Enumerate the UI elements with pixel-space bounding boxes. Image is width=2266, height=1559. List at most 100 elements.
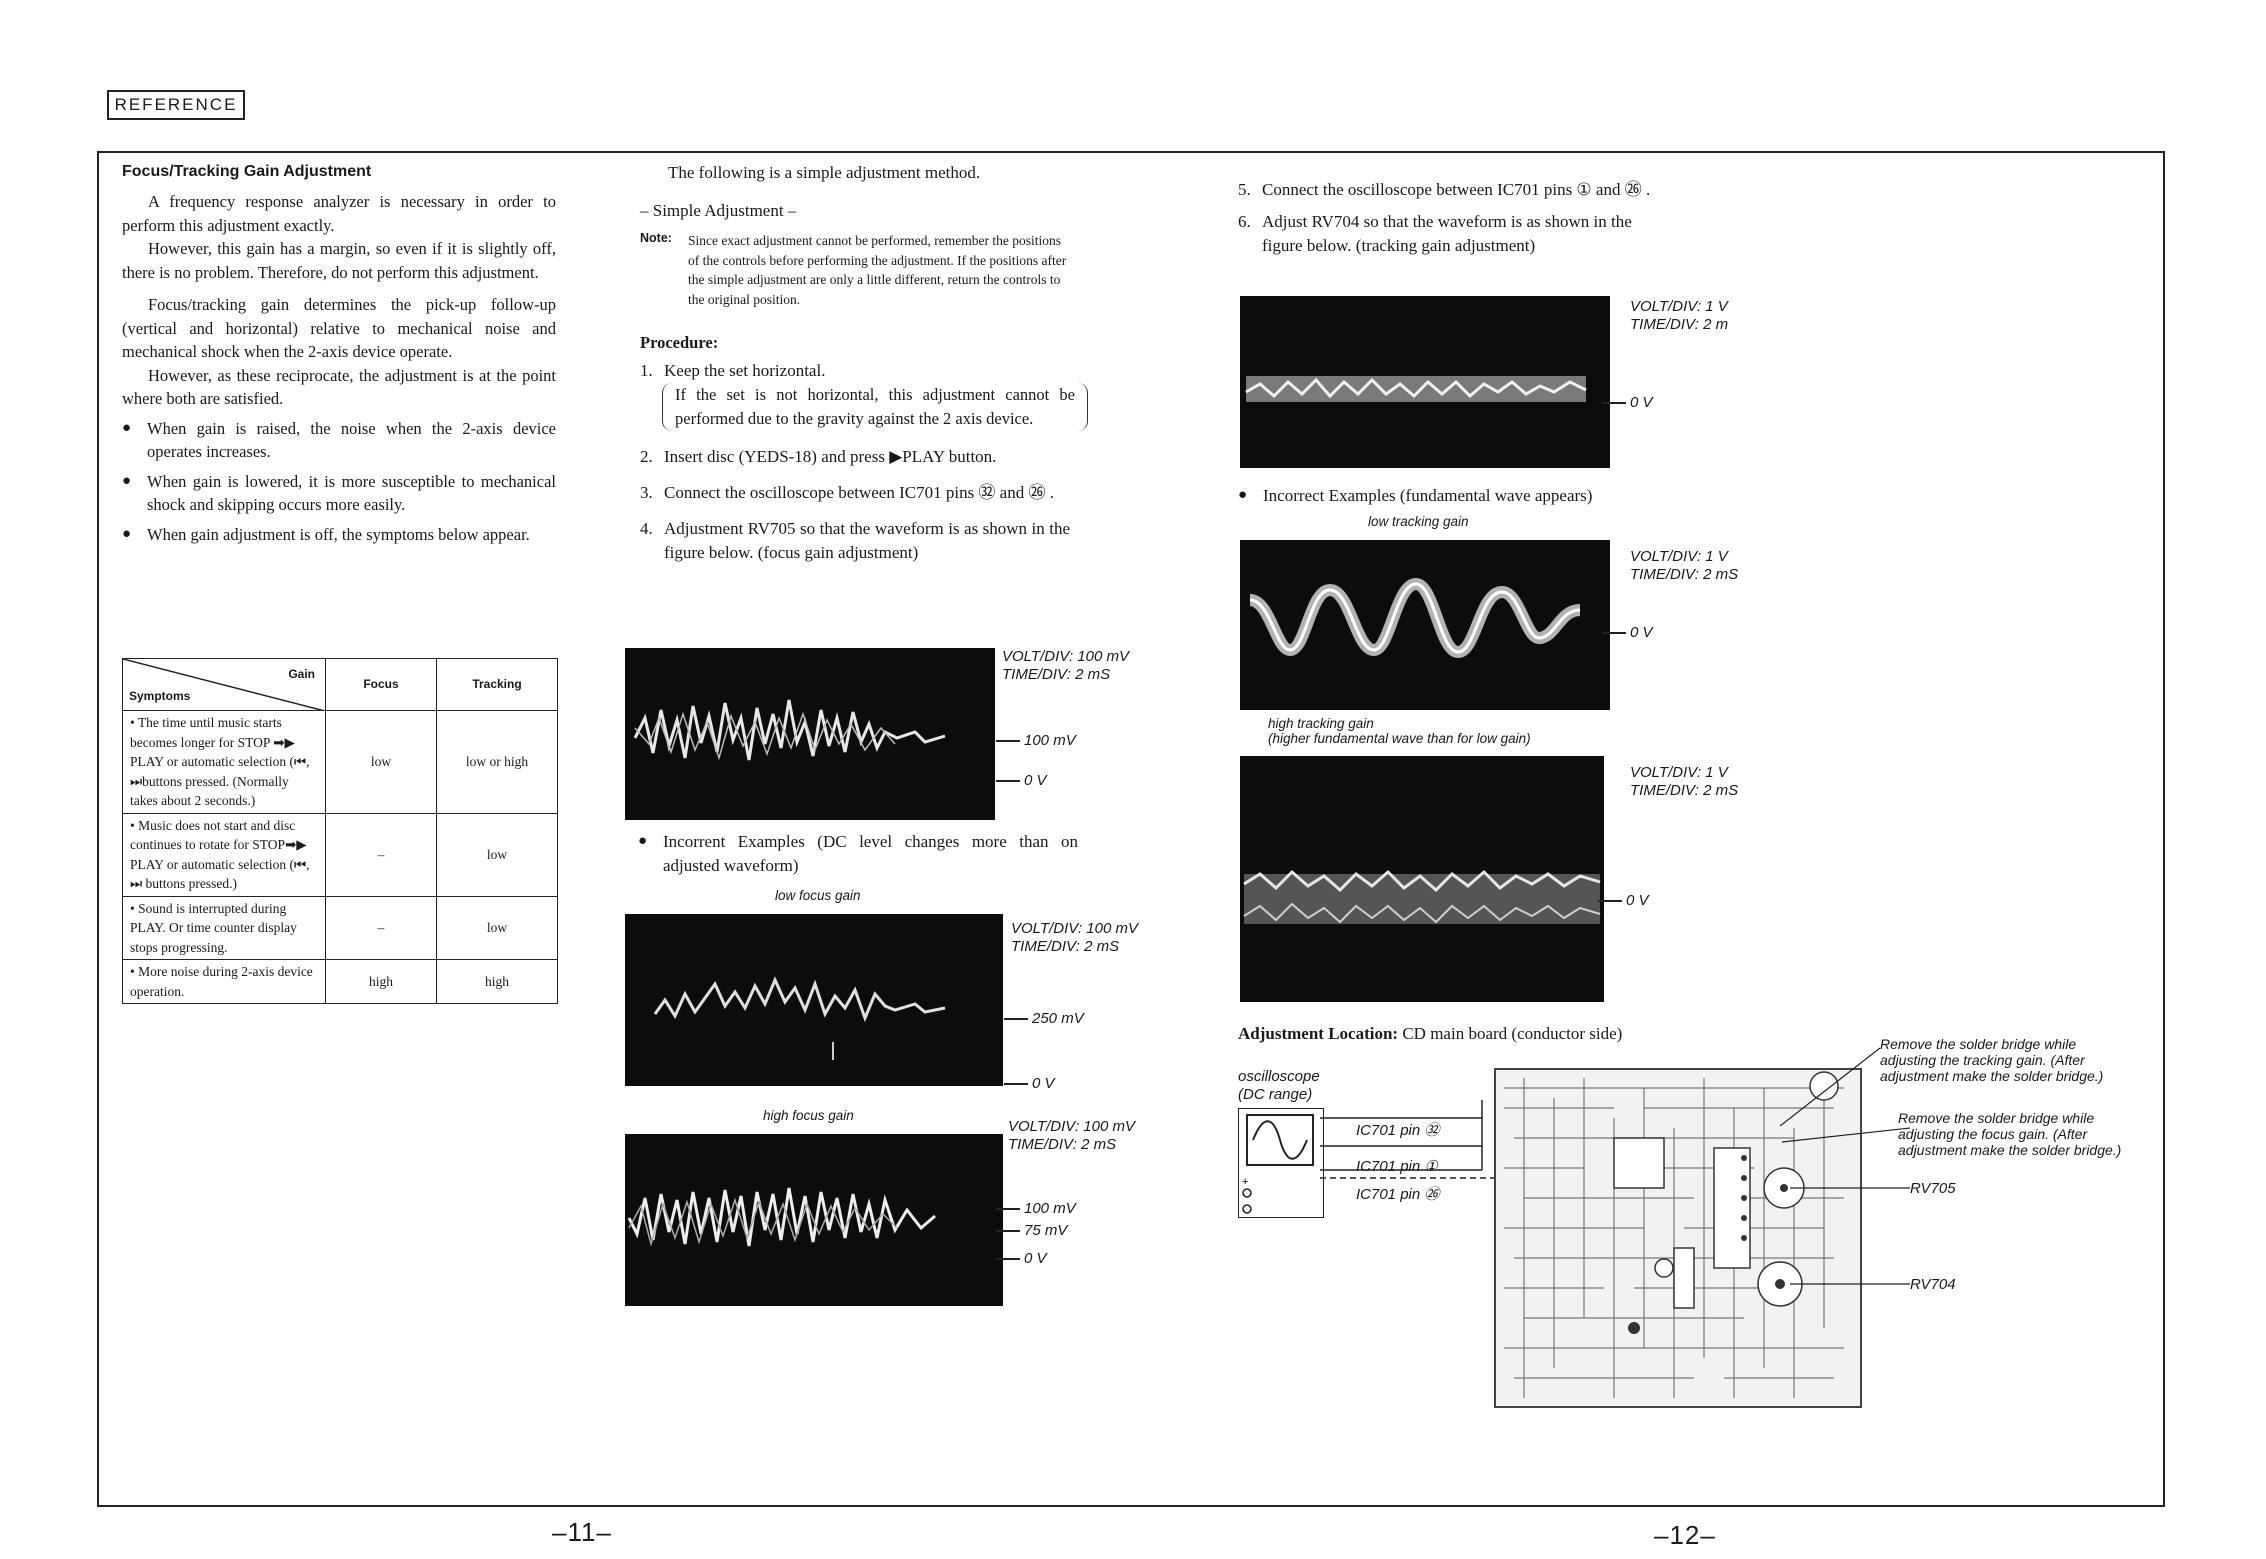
step-4: 4.Adjustment RV705 so that the waveform …	[640, 519, 1070, 562]
volt-div-label: VOLT/DIV: 1 V	[1630, 298, 1728, 315]
table-row: • Music does not start and disc continue…	[122, 812, 558, 897]
bullet-item: ●When gain is lowered, it is more suscep…	[122, 471, 556, 515]
symptom-cell: • Music does not start and disc continue…	[122, 812, 326, 897]
level-marker: 75 mV	[996, 1222, 1067, 1239]
focus-solder-bridge-note: Remove the solder bridge while adjusting…	[1898, 1110, 2122, 1158]
column-3: 5.Connect the oscilloscope between IC701…	[1238, 178, 1678, 258]
zero-marker: 0 V	[996, 1250, 1047, 1267]
oscilloscope-icon: +	[1238, 1108, 1324, 1218]
scope-scale: VOLT/DIV: 1 V TIME/DIV: 2 mS	[1630, 764, 1738, 800]
zero-marker: 0 V	[1602, 624, 1653, 641]
scope-scale: VOLT/DIV: 100 mV TIME/DIV: 2 mS	[1011, 920, 1138, 956]
volt-div-label: VOLT/DIV: 100 mV	[1002, 648, 1129, 665]
step-6: 6.Adjust RV704 so that the waveform is a…	[1238, 212, 1632, 255]
table-corner-cell: Gain Symptoms	[122, 658, 326, 711]
focus-cell: high	[325, 959, 437, 1004]
scope-scale: VOLT/DIV: 100 mV TIME/DIV: 2 mS	[1008, 1118, 1135, 1154]
zero-marker: 0 V	[1598, 892, 1649, 909]
section-title: Focus/Tracking Gain Adjustment	[122, 163, 372, 180]
oscilloscope-tracking-correct	[1240, 296, 1610, 468]
diagonal-line	[123, 659, 325, 711]
adjustment-location-label: Adjustment Location:	[1238, 1024, 1399, 1043]
time-div-label: TIME/DIV: 2 m	[1630, 316, 1729, 333]
tracking-cell: low	[436, 895, 558, 960]
bullet-item: ●When gain adjustment is off, the sympto…	[122, 524, 530, 544]
level-marker: 100 mV	[996, 732, 1076, 749]
low-focus-gain-caption: low focus gain	[775, 888, 861, 903]
col-header-tracking: Tracking	[436, 658, 558, 711]
low-tracking-gain-caption: low tracking gain	[1368, 514, 1469, 529]
paragraph: However, as these reciprocate, the adjus…	[122, 365, 556, 409]
table-row: • The time until music starts becomes lo…	[122, 710, 558, 814]
volt-div-label: VOLT/DIV: 100 mV	[1011, 920, 1138, 937]
rv705-label: RV705	[1910, 1180, 1956, 1197]
simple-adjustment-heading: – Simple Adjustment –	[640, 201, 797, 220]
oscilloscope-high-focus-gain	[625, 1134, 1003, 1306]
incorrect-examples-heading: ●Incorrent Examples (DC level changes mo…	[638, 832, 1078, 875]
scope-scale: VOLT/DIV: 1 V TIME/DIV: 2 m	[1630, 298, 1728, 334]
tracking-solder-bridge-note: Remove the solder bridge while adjusting…	[1880, 1036, 2104, 1084]
note-label: Note:	[640, 231, 672, 245]
page-number-right: –12–	[1654, 1520, 1716, 1550]
step-1-note: If the set is not horizontal, this adjus…	[662, 383, 1088, 431]
level-marker: 100 mV	[996, 1200, 1076, 1217]
col-header-focus: Focus	[325, 658, 437, 711]
pin-label-26: IC701 pin ㉖	[1356, 1186, 1440, 1203]
reference-label: REFERENCE	[107, 90, 245, 120]
step-5: 5.Connect the oscilloscope between IC701…	[1238, 180, 1651, 199]
adjustment-location: Adjustment Location: CD main board (cond…	[1238, 1024, 1622, 1044]
paragraph: However, this gain has a margin, so even…	[122, 239, 556, 282]
scope-scale: VOLT/DIV: 100 mV TIME/DIV: 2 mS	[1002, 648, 1129, 684]
step-3: 3.Connect the oscilloscope between IC701…	[640, 483, 1054, 502]
page-number-left: –11–	[552, 1517, 612, 1547]
high-focus-gain-caption: high focus gain	[763, 1108, 854, 1123]
pin-label-1: IC701 pin ①	[1356, 1158, 1438, 1175]
symptom-cell: • The time until music starts becomes lo…	[122, 710, 326, 814]
table-row: • More noise during 2-axis device operat…	[122, 959, 558, 1004]
paragraph: Focus/tracking gain determines the pick-…	[122, 295, 556, 361]
bullet-item: ●When gain is raised, the noise when the…	[122, 418, 556, 462]
column-2: The following is a simple adjustment met…	[640, 163, 1088, 565]
tracking-cell: low	[436, 812, 558, 897]
callout-lines	[1780, 1047, 1911, 1285]
incorrect-examples-heading: ●Incorrect Examples (fundamental wave ap…	[1238, 486, 1593, 505]
svg-text:+: +	[1242, 1176, 1248, 1188]
pcb-board-diagram	[1494, 1068, 1862, 1408]
zero-marker: 0 V	[996, 772, 1047, 789]
adjustment-location-text: CD main board (conductor side)	[1402, 1024, 1623, 1043]
probe-wires	[1320, 1100, 1500, 1179]
oscilloscope-low-focus-gain	[625, 914, 1003, 1086]
table-row: • Sound is interrupted during PLAY. Or t…	[122, 895, 558, 960]
high-tracking-gain-caption: high tracking gain (higher fundamental w…	[1268, 716, 1531, 746]
tracking-cell: high	[436, 959, 558, 1004]
oscilloscope-low-tracking-gain	[1240, 540, 1610, 710]
page-frame	[97, 151, 2165, 1507]
symptoms-table: Gain Symptoms Focus Tracking • The time …	[122, 658, 558, 1004]
volt-div-label: VOLT/DIV: 1 V	[1630, 764, 1728, 781]
note-block: Note: Since exact adjustment cannot be p…	[640, 231, 1080, 309]
oscilloscope-high-tracking-gain	[1240, 756, 1604, 1002]
time-div-label: TIME/DIV: 2 mS	[1630, 566, 1739, 583]
corner-gain-label: Gain	[288, 667, 315, 681]
sine-wave-icon: +	[1242, 1114, 1314, 1214]
focus-cell: –	[325, 895, 437, 960]
scope-scale: VOLT/DIV: 1 V TIME/DIV: 2 mS	[1630, 548, 1738, 584]
column-1: Focus/Tracking Gain Adjustment A frequen…	[122, 163, 556, 546]
intro-text: The following is a simple adjustment met…	[668, 163, 981, 182]
paragraph: A frequency response analyzer is necessa…	[122, 192, 556, 235]
tracking-cell: low or high	[436, 710, 558, 814]
focus-cell: –	[325, 812, 437, 897]
time-div-label: TIME/DIV: 2 mS	[1011, 938, 1120, 955]
zero-marker: 0 V	[1004, 1075, 1055, 1092]
oscilloscope-label: oscilloscope (DC range)	[1238, 1068, 1320, 1103]
focus-cell: low	[325, 710, 437, 814]
time-div-label: TIME/DIV: 2 mS	[1002, 666, 1111, 683]
corner-symptoms-label: Symptoms	[129, 688, 191, 703]
level-marker: 250 mV	[1004, 1010, 1084, 1027]
time-div-label: TIME/DIV: 2 mS	[1008, 1136, 1117, 1153]
pin-label-32: IC701 pin ㉜	[1356, 1122, 1440, 1139]
step-2: 2.Insert disc (YEDS-18) and press ▶PLAY …	[640, 447, 997, 466]
symptom-cell: • More noise during 2-axis device operat…	[122, 959, 326, 1004]
rv704-label: RV704	[1910, 1276, 1956, 1293]
procedure-label: Procedure:	[640, 333, 719, 352]
